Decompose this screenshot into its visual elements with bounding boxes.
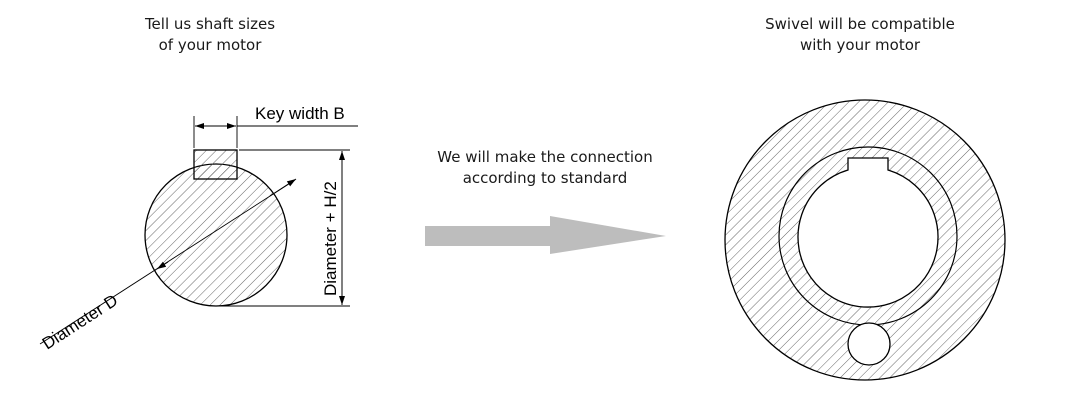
left-caption-line1: Tell us shaft sizes [144, 15, 276, 33]
shaft-circle [144, 163, 288, 307]
middle-caption-line2: according to standard [462, 169, 628, 187]
shaft-key [193, 149, 238, 180]
key-width-label: Key width B [255, 104, 345, 123]
keyed-bore [797, 157, 939, 308]
middle-caption: We will make the connection according to… [385, 147, 705, 189]
right-caption: Swivel will be compatible with your moto… [730, 14, 990, 56]
left-caption-line2: of your motor [158, 36, 262, 54]
diameter-d-label: Diameter D [39, 291, 121, 354]
diameter-d-arrow-top [269, 178, 297, 197]
right-caption-line2: with your motor [799, 36, 921, 54]
diameter-d-arrow-bottom [156, 261, 169, 270]
diameter-h-label: Diameter + H/2 [321, 181, 340, 296]
arrow-right-icon [425, 216, 666, 254]
left-caption: Tell us shaft sizes of your motor [80, 14, 340, 56]
set-screw-hole [847, 322, 891, 366]
swivel-coupling-icon [724, 99, 1006, 381]
middle-caption-line1: We will make the connection [437, 148, 653, 166]
right-caption-line1: Swivel will be compatible [765, 15, 955, 33]
shaft-cross-section-icon: Key width B Diameter + H/2 Diameter D [39, 104, 358, 353]
